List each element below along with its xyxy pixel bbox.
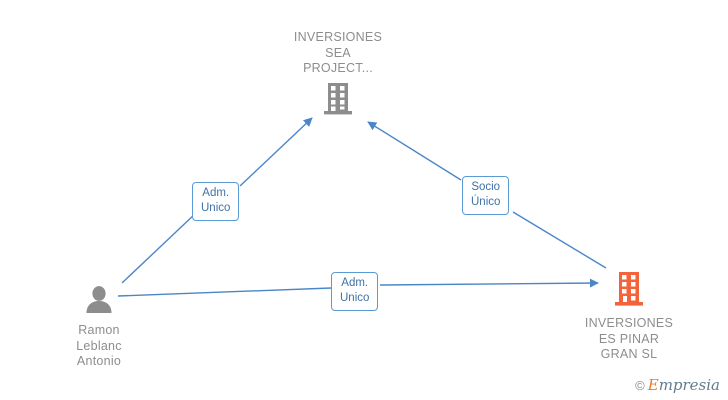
edge-label-adm-unico-sea-project[interactable]: Adm. Unico xyxy=(192,182,240,221)
node-inversiones-sea-project[interactable]: INVERSIONES SEA PROJECT... xyxy=(263,30,413,120)
edge-label-adm-unico-pinar[interactable]: Adm. Unico xyxy=(331,272,379,311)
brand-name: mpresia xyxy=(658,376,720,394)
watermark-empresia: © Empresia xyxy=(635,378,720,393)
node-ramon-leblanc-antonio[interactable]: Ramon Leblanc Antonio xyxy=(24,285,174,370)
edge-ramon-to-sea-project xyxy=(121,212,197,284)
node-label-inversiones-sea-project: INVERSIONES SEA PROJECT... xyxy=(293,30,383,75)
copyright-icon: © xyxy=(635,378,645,393)
edge-ramon-to-pinar-head xyxy=(379,278,599,288)
edge-pinar-to-sea-project xyxy=(512,211,607,269)
node-inversiones-pinar-gran-sl[interactable]: INVERSIONES ES PINAR GRAN SL xyxy=(554,272,704,363)
edge-pinar-to-sea-project-head xyxy=(367,121,462,181)
edge-ramon-to-pinar xyxy=(117,287,332,297)
node-label-inversiones-pinar-gran-sl: INVERSIONES ES PINAR GRAN SL xyxy=(584,316,674,361)
building-icon xyxy=(323,82,353,120)
person-icon xyxy=(85,285,113,318)
brand-logo: Empresia xyxy=(648,378,720,393)
edge-ramon-to-sea-project-head xyxy=(239,117,313,187)
building-icon xyxy=(614,272,644,311)
brand-initial: E xyxy=(647,376,659,394)
node-label-ramon-leblanc-antonio: Ramon Leblanc Antonio xyxy=(76,323,122,368)
edge-label-socio-unico[interactable]: Socio Único xyxy=(462,176,510,215)
